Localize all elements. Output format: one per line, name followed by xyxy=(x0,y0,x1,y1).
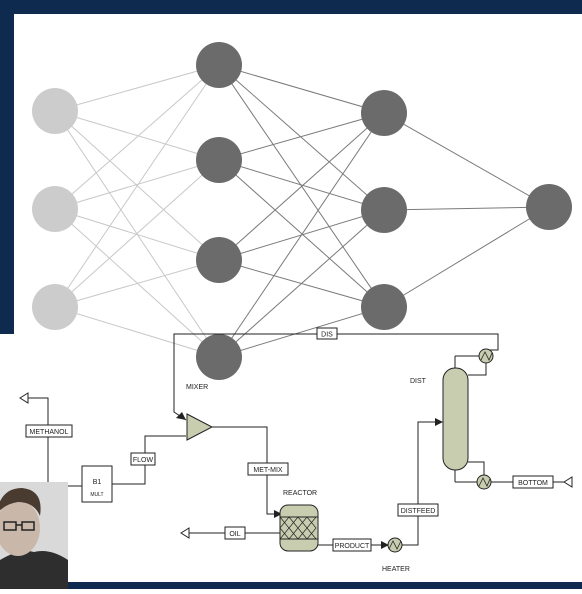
methanol-label: METHANOL xyxy=(30,429,69,436)
dis-label-box xyxy=(316,327,338,340)
input-node xyxy=(32,88,78,134)
network-edge xyxy=(218,159,385,308)
network-edge xyxy=(54,159,220,308)
distfeed-arrowhead xyxy=(435,418,443,426)
oil-label: OIL xyxy=(229,531,240,538)
process-flowsheet: DIS MIXER METHANOL B1 MULT FLOW MET-MIX … xyxy=(19,327,573,573)
open-arrow-icon xyxy=(180,527,190,539)
bottom-label-box xyxy=(512,475,554,489)
network-connections xyxy=(54,64,550,358)
mixer-label: MIXER xyxy=(186,384,208,391)
hidden1-node xyxy=(196,137,242,183)
top-panel xyxy=(14,14,582,334)
flow-label: FLOW xyxy=(133,457,154,464)
b1-block xyxy=(81,465,113,503)
output-node xyxy=(526,184,572,230)
input-node xyxy=(32,284,78,330)
met-mix-label-box xyxy=(247,462,289,476)
network-edge xyxy=(54,110,220,161)
network-edge xyxy=(54,259,220,308)
heater-label: HEATER xyxy=(382,566,410,573)
network-edge xyxy=(218,112,385,358)
hidden2-node xyxy=(361,90,407,136)
network-edge xyxy=(218,306,385,358)
mixer-block xyxy=(186,413,214,441)
dis-arrowhead xyxy=(176,412,186,420)
network-nodes xyxy=(32,42,572,380)
hidden2-node xyxy=(361,187,407,233)
network-edge xyxy=(383,206,550,308)
network-edge xyxy=(383,112,550,208)
hidden1-node xyxy=(196,334,242,380)
hidden2-node xyxy=(361,284,407,330)
met-mix-label: MET-MIX xyxy=(253,467,282,474)
distillation-column xyxy=(442,348,494,490)
bottom-label: BOTTOM xyxy=(518,480,548,487)
b1-sub-label: MULT xyxy=(90,492,103,498)
network-edge xyxy=(218,112,385,261)
input-node xyxy=(32,186,78,232)
network-edge xyxy=(218,112,385,161)
b1-label: B1 xyxy=(93,479,102,486)
network-edge xyxy=(54,64,220,210)
network-edge xyxy=(54,64,220,112)
network-edge xyxy=(218,64,385,114)
product-label: PRODUCT xyxy=(335,543,370,550)
network-edge xyxy=(54,306,220,358)
network-edge xyxy=(218,209,385,358)
open-arrow-icon xyxy=(19,392,29,404)
hidden1-node xyxy=(196,237,242,283)
network-edge xyxy=(218,159,385,211)
oil-label-box xyxy=(224,526,246,540)
network-edge xyxy=(54,64,220,308)
network-edge xyxy=(54,208,220,261)
distfeed-label-box xyxy=(397,503,439,517)
product-label-box xyxy=(332,538,372,552)
flow-label-box xyxy=(130,452,156,466)
product-arrowhead xyxy=(381,541,389,549)
person-photo xyxy=(0,482,68,589)
reactor-label: REACTOR xyxy=(283,490,317,497)
network-edge xyxy=(54,159,220,210)
open-arrow-icon xyxy=(563,476,573,488)
met-mix-arrowhead xyxy=(274,510,282,518)
dist-label: DIST xyxy=(410,378,427,385)
reactor-block xyxy=(279,504,319,552)
methanol-label-box xyxy=(25,424,73,438)
hidden1-node xyxy=(196,42,242,88)
dis-label: DIS xyxy=(321,332,333,339)
distfeed-stream-line xyxy=(402,421,441,546)
network-edge xyxy=(218,64,385,211)
distfeed-label: DISTFEED xyxy=(401,508,436,515)
network-edge xyxy=(383,206,550,211)
